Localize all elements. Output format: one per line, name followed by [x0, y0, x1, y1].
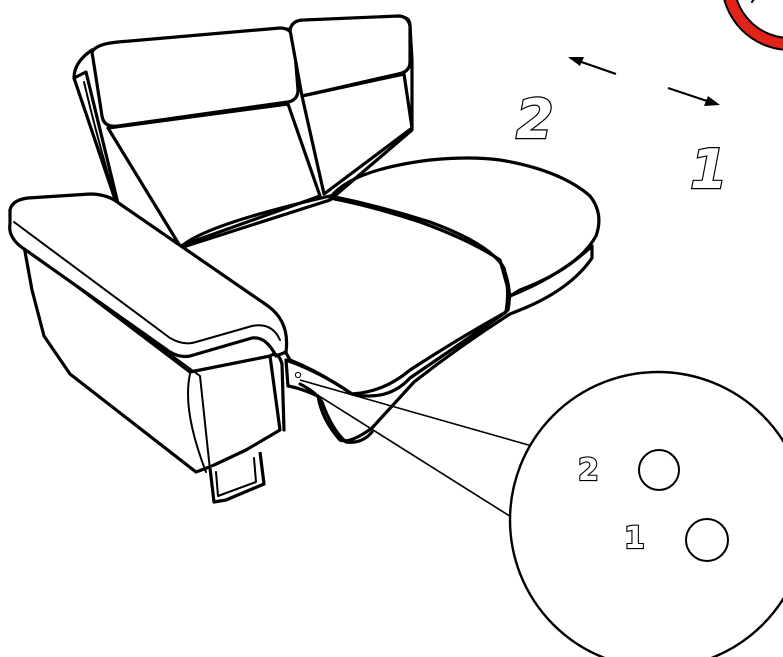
seat-front: [286, 246, 592, 441]
magnifier-callout: [300, 372, 783, 657]
sofa-illustration: [10, 16, 599, 502]
prohibition-sign-icon: [722, 0, 783, 50]
double-arrow-icon: [568, 57, 720, 106]
control-button-icon: [295, 372, 300, 377]
button-2-icon: [639, 450, 679, 490]
seat-cushion-right: [330, 158, 599, 296]
button-1-icon: [686, 519, 728, 561]
inset-button-number-2: 2: [578, 453, 599, 488]
inset-button-number-1: 1: [624, 521, 645, 556]
direction-number-2: 2: [516, 88, 554, 151]
inset-circle: [510, 372, 783, 657]
direction-number-1: 1: [690, 138, 728, 201]
